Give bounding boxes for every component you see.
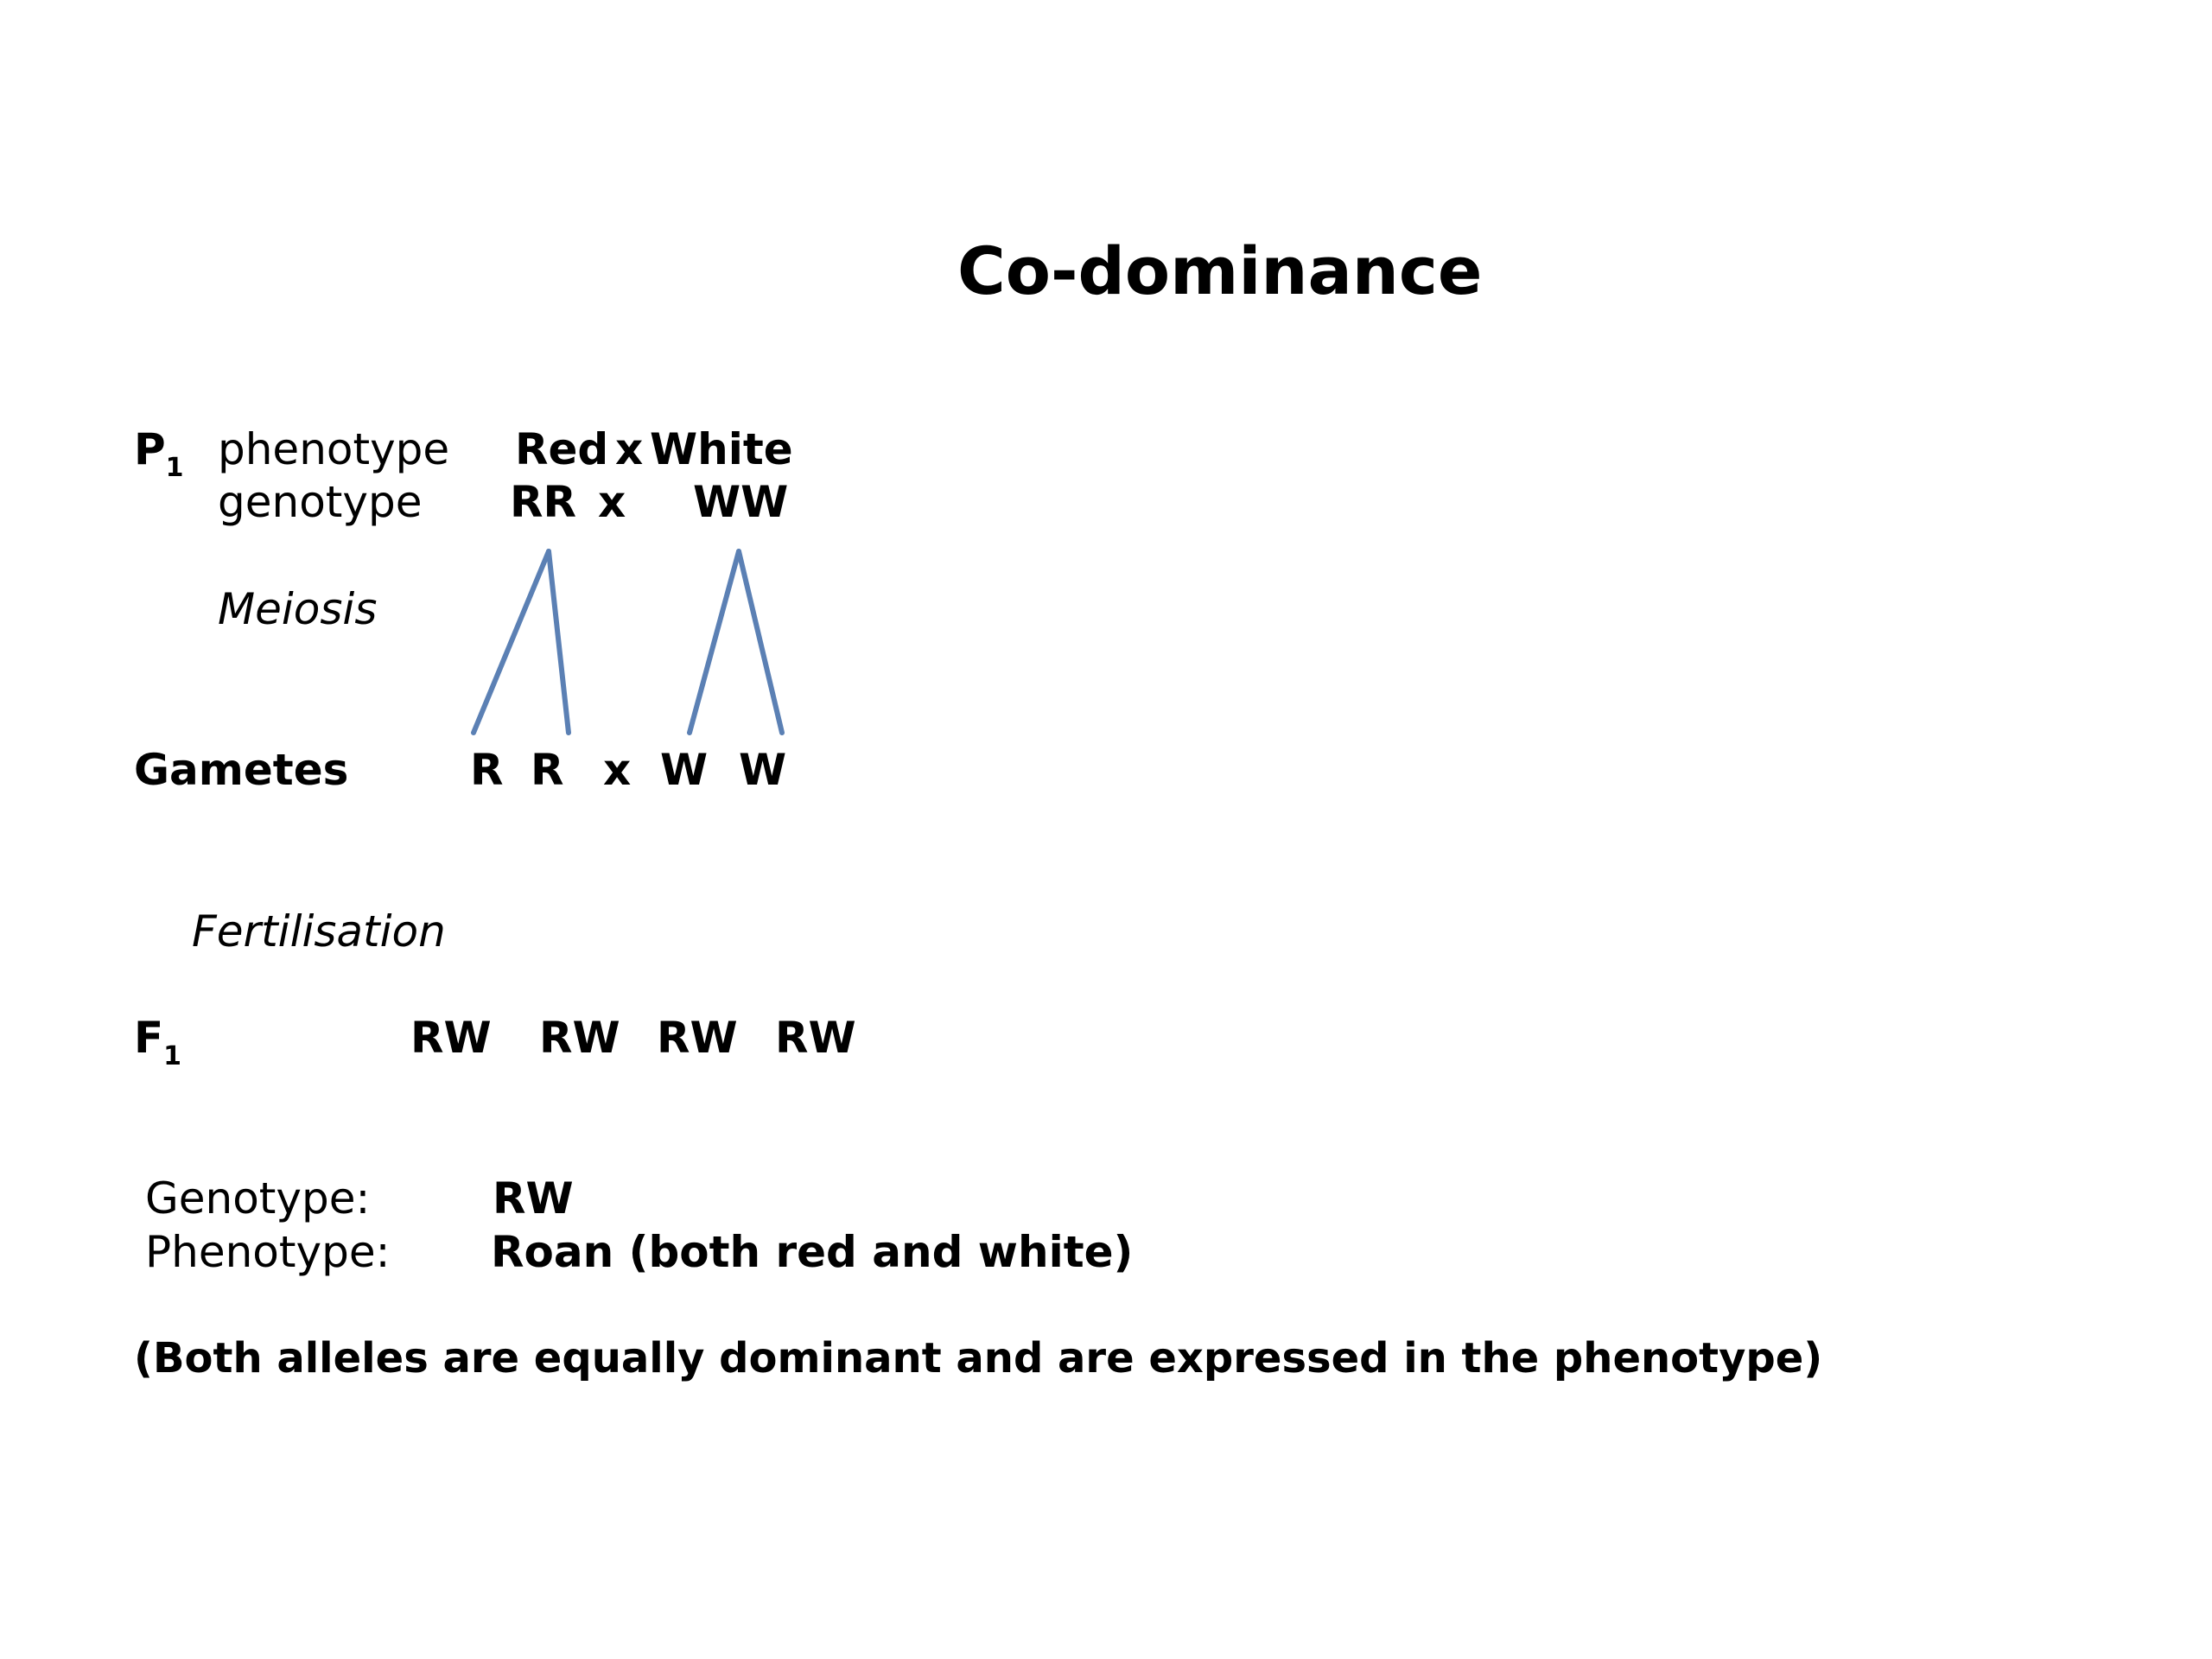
meiosis-line-r2 (546, 549, 571, 735)
parent1-genotype: RR (510, 477, 577, 527)
f1-offspring: RW (539, 1013, 620, 1063)
gamete-r1: R (470, 745, 504, 795)
meiosis-line-r1 (471, 549, 551, 735)
p1-letter: P (134, 424, 166, 474)
p1-subscript: 1 (165, 453, 184, 483)
genotype-row-label: genotype (218, 477, 423, 527)
f1-offspring: RW (410, 1013, 492, 1063)
f1-label: F1 (134, 1016, 181, 1070)
phenotype-cross: x (615, 424, 644, 474)
summary-genotype-label: Genotype: (145, 1173, 371, 1224)
page-title: Co-dominance (957, 232, 1483, 309)
gametes-label: Gametes (134, 745, 349, 795)
f1-offspring: RW (775, 1013, 856, 1063)
f1-subscript: 1 (163, 1041, 182, 1071)
parent2-phenotype: White (650, 424, 793, 474)
phenotype-row-label: phenotype (218, 424, 450, 474)
f1-letter: F (134, 1013, 164, 1063)
explanation-note: (Both alleles are equally dominant and a… (134, 1334, 1823, 1382)
meiosis-line-w1 (687, 549, 741, 735)
f1-offspring: RW (657, 1013, 738, 1063)
parent1-phenotype: Red (515, 424, 609, 474)
gamete-w1: W (660, 745, 709, 795)
meiosis-line-w2 (736, 549, 785, 735)
summary-phenotype-label: Phenotype: (145, 1227, 391, 1277)
summary-phenotype-value: Roan (both red and white) (491, 1227, 1134, 1277)
fertilisation-label: Fertilisation (192, 906, 446, 957)
meiosis-label: Meiosis (218, 584, 378, 634)
summary-genotype-value: RW (493, 1173, 574, 1224)
gamete-r2: R (531, 745, 564, 795)
genotype-cross: x (598, 477, 626, 527)
parent2-genotype: WW (693, 477, 789, 527)
p1-label: P1 (134, 428, 184, 481)
gamete-w2: W (739, 745, 787, 795)
gametes-cross: x (603, 745, 632, 795)
